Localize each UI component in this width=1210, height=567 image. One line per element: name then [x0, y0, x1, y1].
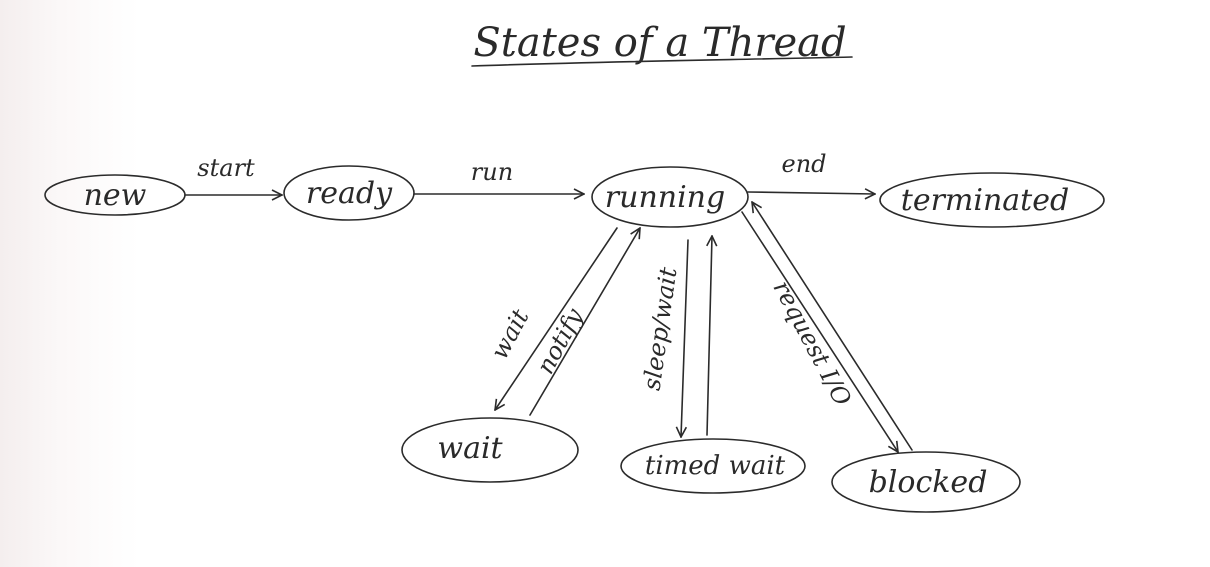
edge-wait-running: notify — [529, 228, 640, 416]
edge-label-sleep-wait: sleep/wait — [638, 265, 683, 392]
edge-label-wait: wait — [485, 304, 534, 364]
edge-running-blocked: request I/O — [741, 211, 898, 452]
state-new: new — [44, 174, 186, 216]
state-terminated: terminated — [879, 172, 1105, 228]
state-new-label: new — [84, 178, 147, 213]
state-blocked-label: blocked — [869, 465, 988, 500]
state-running: running — [591, 166, 749, 228]
edge-timed-wait-running — [707, 236, 712, 436]
state-wait: wait — [401, 417, 579, 483]
state-ready: ready — [283, 165, 415, 221]
edge-blocked-running — [752, 202, 913, 451]
state-timed-wait-label: timed wait — [645, 451, 786, 481]
diagram-title: States of a Thread — [471, 20, 853, 67]
edge-running-wait: wait — [485, 227, 618, 410]
state-timed-wait: timed wait — [620, 438, 806, 494]
state-ready-label: ready — [306, 176, 393, 211]
edge-label-notify: notify — [531, 304, 589, 379]
edge-ready-running: run — [413, 158, 584, 194]
state-terminated-label: terminated — [901, 183, 1069, 218]
title-underline — [471, 56, 853, 67]
edge-new-ready: start — [184, 154, 282, 195]
edge-running-timed-wait: sleep/wait — [638, 239, 689, 437]
state-running-label: running — [605, 180, 725, 215]
edge-label-end: end — [781, 150, 826, 178]
state-wait-label: wait — [437, 431, 503, 466]
state-blocked: blocked — [831, 451, 1021, 513]
edge-label-run: run — [471, 158, 513, 186]
edge-running-terminated: end — [747, 150, 875, 194]
edge-label-start: start — [197, 154, 255, 182]
